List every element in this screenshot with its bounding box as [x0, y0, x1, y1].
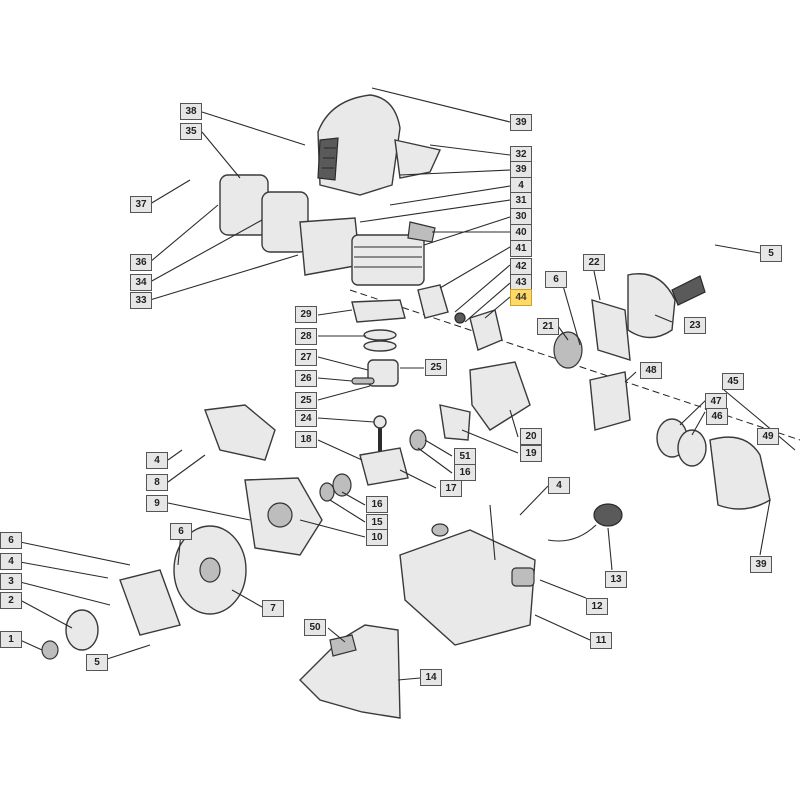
- crankcase-half: [439, 361, 531, 441]
- callout-40[interactable]: 40: [510, 224, 532, 241]
- air-filter-cover: [219, 174, 361, 276]
- callout-31[interactable]: 31: [510, 192, 532, 209]
- callout-27[interactable]: 27: [295, 349, 317, 366]
- callout-20[interactable]: 20: [520, 428, 542, 445]
- callout-12[interactable]: 12: [586, 598, 608, 615]
- callout-4-tank[interactable]: 4: [548, 477, 570, 494]
- fuel-tank: [399, 504, 536, 646]
- callout-28[interactable]: 28: [295, 328, 317, 345]
- callout-37[interactable]: 37: [130, 196, 152, 213]
- callout-16-left[interactable]: 16: [366, 496, 388, 513]
- carburetor: [417, 284, 503, 351]
- callout-7[interactable]: 7: [262, 600, 284, 617]
- crankcase: [204, 404, 323, 556]
- starter-assembly: [553, 273, 706, 431]
- callout-34[interactable]: 34: [130, 274, 152, 291]
- callout-47[interactable]: 47: [705, 393, 727, 410]
- callout-17[interactable]: 17: [440, 480, 462, 497]
- callout-44-highlighted[interactable]: 44: [510, 289, 532, 306]
- callout-16-right[interactable]: 16: [454, 464, 476, 481]
- muffler: [656, 418, 771, 510]
- callout-10[interactable]: 10: [366, 529, 388, 546]
- callout-26[interactable]: 26: [295, 370, 317, 387]
- callout-5-right[interactable]: 5: [760, 245, 782, 262]
- callout-39-top[interactable]: 39: [510, 114, 532, 131]
- callout-48-right[interactable]: 48: [640, 362, 662, 379]
- callout-35[interactable]: 35: [180, 123, 202, 140]
- callout-18[interactable]: 18: [295, 431, 317, 448]
- callout-5-left[interactable]: 5: [86, 654, 108, 671]
- callout-42[interactable]: 42: [510, 258, 532, 275]
- top-cover: [317, 94, 441, 196]
- callout-4-left[interactable]: 4: [0, 553, 22, 570]
- callout-6-right[interactable]: 6: [545, 271, 567, 288]
- callout-13[interactable]: 13: [605, 571, 627, 588]
- callout-1[interactable]: 1: [0, 631, 22, 648]
- piston-assembly: [351, 299, 406, 387]
- callout-51[interactable]: 51: [454, 448, 476, 465]
- callout-6-left[interactable]: 6: [0, 532, 22, 549]
- primer-bulb: [547, 503, 623, 542]
- callout-39-mid[interactable]: 39: [510, 161, 532, 178]
- callout-23[interactable]: 23: [684, 317, 706, 334]
- callout-11[interactable]: 11: [590, 632, 612, 649]
- callout-49[interactable]: 49: [757, 428, 779, 445]
- callout-39-bottom[interactable]: 39: [750, 556, 772, 573]
- handle-base: [299, 624, 401, 719]
- callout-29[interactable]: 29: [295, 306, 317, 323]
- callout-8[interactable]: 8: [146, 474, 168, 491]
- callout-46[interactable]: 46: [706, 408, 728, 425]
- callout-4-crankcase[interactable]: 4: [146, 452, 168, 469]
- callout-38[interactable]: 38: [180, 103, 202, 120]
- callout-30[interactable]: 30: [510, 208, 532, 225]
- callout-33[interactable]: 33: [130, 292, 152, 309]
- callout-25-right[interactable]: 25: [425, 359, 447, 376]
- callout-6-flywheel[interactable]: 6: [170, 523, 192, 540]
- crankshaft: [319, 415, 427, 502]
- callout-14[interactable]: 14: [420, 669, 442, 686]
- callout-36[interactable]: 36: [130, 254, 152, 271]
- callout-2[interactable]: 2: [0, 592, 22, 609]
- callout-25-left[interactable]: 25: [295, 392, 317, 409]
- callout-50[interactable]: 50: [304, 619, 326, 636]
- callout-9[interactable]: 9: [146, 495, 168, 512]
- leader-lines: [19, 87, 796, 681]
- callout-3[interactable]: 3: [0, 573, 22, 590]
- cylinder: [351, 221, 436, 286]
- callout-19[interactable]: 19: [520, 445, 542, 462]
- callout-21[interactable]: 21: [537, 318, 559, 335]
- callout-41[interactable]: 41: [510, 240, 532, 257]
- flywheel: [41, 525, 247, 660]
- callout-22[interactable]: 22: [583, 254, 605, 271]
- callout-45[interactable]: 45: [722, 373, 744, 390]
- callout-24[interactable]: 24: [295, 410, 317, 427]
